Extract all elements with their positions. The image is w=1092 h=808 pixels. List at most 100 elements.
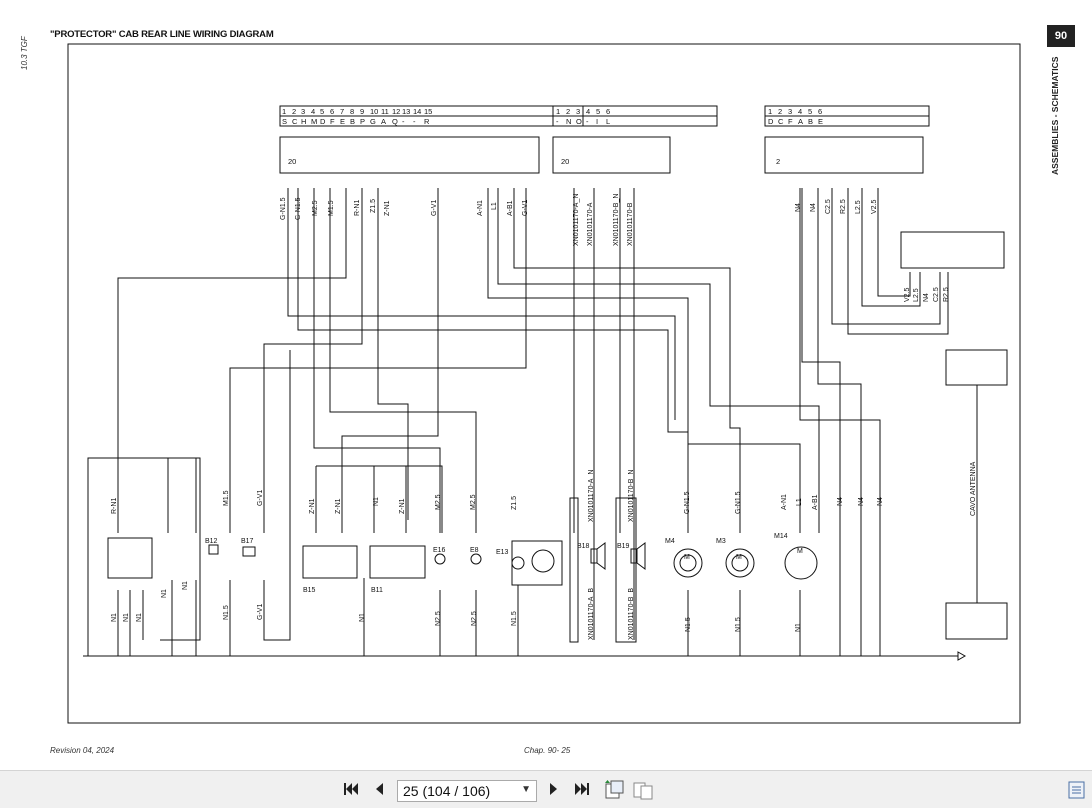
wire-label: L1 (796, 498, 803, 506)
wire-label: Z-N1 (335, 498, 342, 514)
wire-label: G-V1 (257, 604, 264, 620)
wire-label: XN0101170-B (627, 202, 634, 246)
component-b15: B15 (303, 587, 316, 594)
c1-code-11: A (381, 117, 386, 126)
wire-label: A-N1 (781, 494, 788, 510)
wire-label: N4 (858, 497, 865, 506)
c1-code-10: G (370, 117, 376, 126)
wire-label: G-N1.5 (735, 491, 742, 514)
c1-code-15: R (424, 117, 430, 126)
first-page-button[interactable] (342, 779, 360, 799)
diagram-frame (67, 43, 1021, 724)
c1-code-14: - (413, 117, 416, 126)
wire-label: G-V1 (431, 200, 438, 216)
component-b18: B18 (577, 543, 590, 550)
c1-code-9: P (360, 117, 365, 126)
last-page-icon (575, 783, 589, 795)
wire-label: A-B1 (507, 200, 514, 216)
wire-label: M2.5 (435, 494, 442, 510)
c1-pin-1: 1 (282, 107, 286, 116)
wire-label: N1 (111, 613, 118, 622)
component-b11: B11 (371, 587, 383, 594)
c3-code-6: E (818, 117, 823, 126)
page-selector[interactable]: 25 (104 / 106) ▼ (397, 780, 537, 802)
wire-label: M1.5 (223, 490, 230, 506)
connector-1-body (279, 136, 540, 174)
c1-pin-11: 11 (381, 107, 389, 116)
c3-pin-4: 4 (798, 107, 802, 116)
wiring-diagram: 1 2 3 4 5 6 7 8 9 10 11 12 13 14 15 S C … (67, 43, 1021, 724)
c1-pin-7: 7 (340, 107, 344, 116)
last-page-button[interactable] (573, 779, 591, 799)
component-b17: B17 (241, 538, 254, 545)
c1-code-6: F (330, 117, 335, 126)
component-m14: M14 (774, 533, 788, 540)
wire-label: XN0101170-A_N (588, 470, 595, 522)
connector-3-body (764, 136, 924, 174)
wire-label: M1.5 (328, 200, 335, 216)
c1-pin-10: 10 (370, 107, 378, 116)
wire-label: N1.5 (511, 611, 518, 626)
motor-symbol-m4: M (684, 554, 690, 561)
two-page-view-button[interactable] (632, 780, 654, 800)
wire-label: N1 (161, 589, 168, 598)
previous-page-button[interactable] (372, 779, 386, 799)
c2-pin-5: 5 (596, 107, 600, 116)
c1-pin-14: 14 (413, 107, 421, 116)
c1-pin-12: 12 (392, 107, 400, 116)
document-menu-button[interactable] (1066, 780, 1090, 800)
wire-label: G-N1.5 (295, 197, 302, 220)
c3-pin-1: 1 (768, 107, 772, 116)
c1-pin-15: 15 (424, 107, 432, 116)
c2-code-1: - (556, 117, 559, 126)
page-title: "PROTECTOR" CAB REAR LINE WIRING DIAGRAM (50, 29, 274, 40)
c1-number: 20 (288, 157, 296, 166)
wire-label: XN0101170-B_N (628, 470, 635, 522)
chevron-down-icon: ▼ (521, 784, 531, 795)
wire-label: M2.5 (470, 494, 477, 510)
c2-pin-1: 1 (556, 107, 560, 116)
wire-label: N1.5 (223, 605, 230, 620)
c1-pin-2: 2 (292, 107, 296, 116)
c1-code-12: Q (392, 117, 398, 126)
c1-code-4: M (311, 117, 317, 126)
c3-pin-6: 6 (818, 107, 822, 116)
wire-label: A-B1 (812, 494, 819, 510)
component-m4: M4 (665, 538, 675, 545)
c1-pin-3: 3 (301, 107, 305, 116)
c2-pin-4: 4 (586, 107, 590, 116)
c3-code-1: D (768, 117, 774, 126)
c1-code-5: D (320, 117, 326, 126)
wire-label: L2.5 (855, 200, 862, 214)
antenna-box (945, 349, 1008, 386)
c3-code-3: F (788, 117, 793, 126)
b15-box (302, 545, 358, 579)
wire-label: N4 (837, 497, 844, 506)
c1-pin-5: 5 (320, 107, 324, 116)
c2-code-3: O (576, 117, 582, 126)
fit-page-button[interactable] (603, 780, 625, 800)
wire-label: N1.5 (735, 617, 742, 632)
wire-label: R2.5 (943, 287, 950, 302)
c2-code-5: I (596, 117, 598, 126)
wire-label: G-N1.5 (280, 197, 287, 220)
next-page-icon (550, 783, 557, 795)
wire-label: N1 (136, 613, 143, 622)
wire-label: R-N1 (354, 200, 361, 216)
motor-symbol-m14: M (797, 548, 803, 555)
wire-label: L1 (491, 202, 498, 210)
c2-code-2: N (566, 117, 571, 126)
wire-label: XN0101170-B_B (628, 588, 635, 640)
wire-label: Z-N1 (309, 498, 316, 514)
previous-page-icon (376, 783, 383, 795)
c1-code-13: - (402, 117, 405, 126)
wire-label: Z1.5 (370, 199, 377, 213)
b11-box (369, 545, 426, 579)
wire-label: Z-N1 (384, 200, 391, 216)
connector-2-body (552, 136, 671, 174)
component-e8: E8 (470, 547, 479, 554)
c1-code-3: H (301, 117, 306, 126)
next-page-button[interactable] (547, 779, 561, 799)
wire-label: Z1.5 (511, 496, 518, 510)
component-e13: E13 (496, 549, 509, 556)
